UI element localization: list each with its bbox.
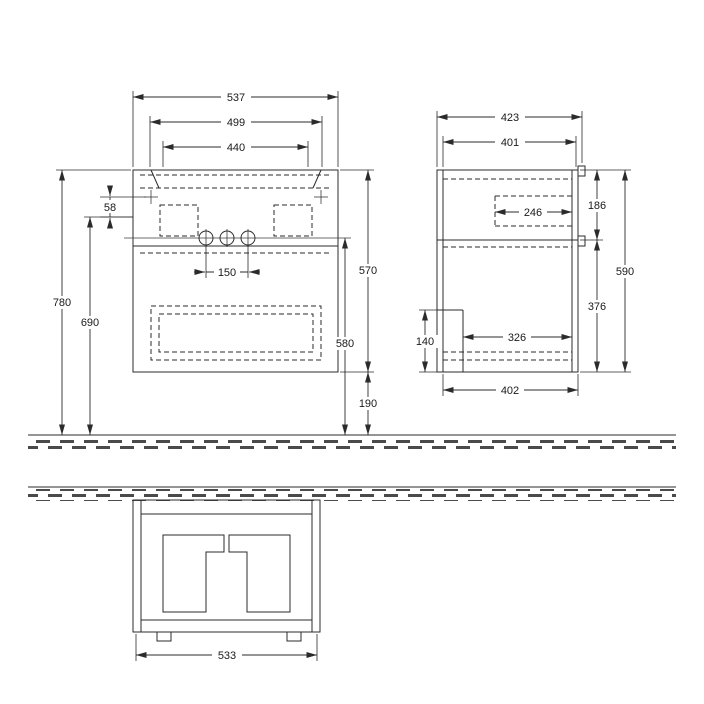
dim-label-401: 401: [501, 137, 519, 149]
dim-front-height-190: 190: [354, 372, 382, 435]
handle-profile-top: [577, 165, 586, 177]
dim-label-537: 537: [227, 92, 245, 104]
dim-label-570: 570: [359, 265, 377, 277]
dim-front-apron-58: 58: [100, 185, 146, 229]
hidden-cutout-right: [273, 204, 313, 237]
dim-side-gap-140: 140: [411, 309, 439, 373]
dim-front-width-recess: 499: [149, 115, 323, 167]
front-view-cabinet: [124, 169, 351, 373]
dim-front-height-580: 580: [331, 238, 359, 435]
side-view-cabinet: [436, 165, 586, 373]
hidden-lower-drawer: [150, 305, 322, 361]
dim-label-499: 499: [227, 117, 245, 129]
dim-label-140: 140: [416, 336, 434, 348]
top-view-cabinet: [132, 499, 321, 642]
dim-plan-width-533: 533: [135, 634, 318, 662]
dim-label-533: 533: [218, 650, 236, 662]
dim-label-190: 190: [359, 398, 377, 410]
handle-centerline-marker-left: [144, 190, 158, 204]
dim-label-590: 590: [616, 266, 634, 278]
dim-side-upper-186: 186: [580, 169, 631, 241]
dim-side-depth-recess-246: 246: [495, 205, 572, 219]
dim-label-423: 423: [501, 112, 519, 124]
dim-label-58: 58: [104, 202, 116, 214]
dim-label-402: 402: [501, 385, 519, 397]
dim-front-height-690: 690: [76, 216, 133, 435]
hidden-cutout-left: [159, 204, 199, 237]
dim-label-326: 326: [508, 332, 526, 344]
dim-side-depth-total: 423: [436, 110, 583, 167]
dim-front-height-780: 780: [48, 169, 131, 435]
dim-label-376: 376: [588, 301, 606, 313]
floor-hatch: [28, 437, 676, 449]
dim-side-depth-inner: 401: [442, 135, 577, 167]
dim-side-lower-376: 376: [580, 240, 631, 373]
dim-front-tap-centres-150: 150: [194, 246, 260, 279]
hidden-lower-drawer-inner: [158, 313, 314, 353]
wall-hatch: [28, 489, 676, 501]
plan-basin-support-right: [228, 534, 291, 613]
plan-hinge-left: [156, 631, 172, 642]
dim-side-body-height-590: 590: [611, 170, 639, 372]
plan-hinge-right: [286, 631, 302, 642]
dim-side-body-depth-402: 402: [442, 374, 579, 397]
dim-label-246: 246: [524, 207, 542, 219]
dim-label-690: 690: [81, 317, 99, 329]
dim-front-width-total: 537: [132, 90, 339, 167]
dim-label-150: 150: [218, 267, 236, 279]
tap-hole-circles: [198, 229, 256, 247]
floor-section-line: [28, 434, 676, 449]
handle-centerline-marker-right: [314, 190, 328, 204]
dim-front-width-basin: 440: [162, 140, 309, 167]
plan-basin-support-left: [162, 534, 225, 613]
dim-front-height-570: 570: [340, 169, 382, 373]
dim-label-186: 186: [588, 200, 606, 212]
dim-label-440: 440: [227, 142, 245, 154]
handle-profile-middle: [577, 235, 586, 247]
wall-section-line: [28, 486, 676, 501]
dim-label-580: 580: [336, 338, 354, 350]
dim-label-780: 780: [53, 297, 71, 309]
dim-side-lower-depth-326: 326: [463, 331, 572, 344]
